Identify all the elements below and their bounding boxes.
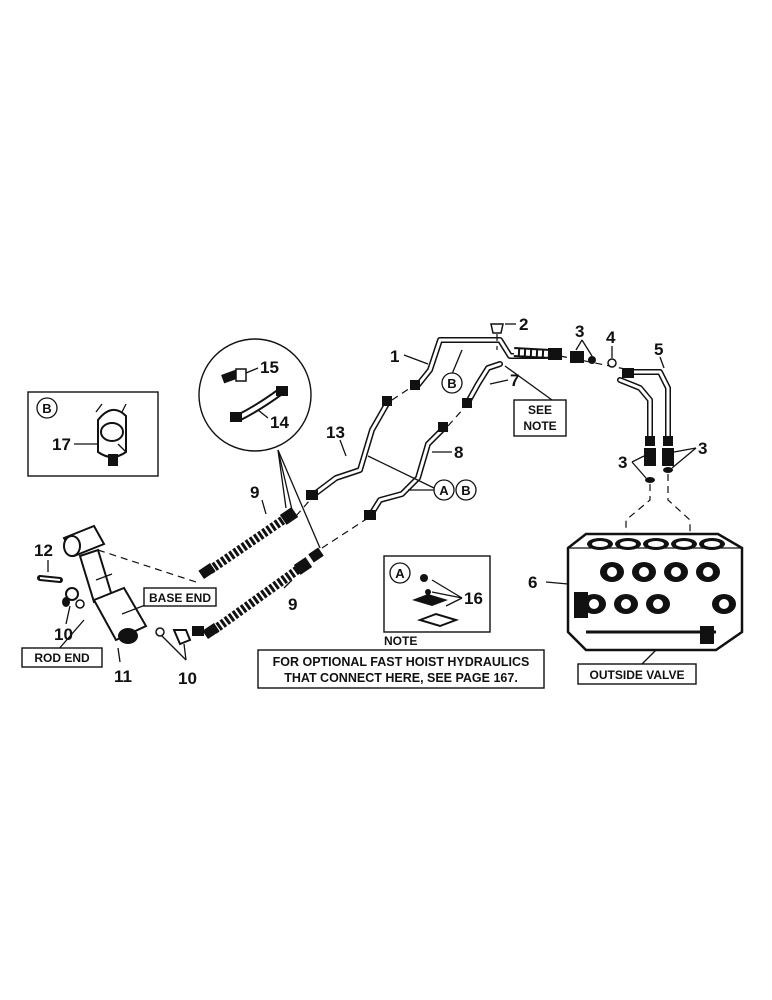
callout-b2-circle [455,479,477,501]
pipe-5 [617,368,673,446]
outside-valve-label: OUTSIDE VALVE [590,668,685,682]
part-15-label: 15 [260,358,279,377]
part-2-label: 2 [519,315,528,334]
cap-2 [490,323,504,334]
part-10-left-label: 10 [54,625,73,644]
part-9-upper-label: 9 [250,483,259,502]
fitting-3-lower-left [644,448,656,483]
clamp-drawing [95,403,127,466]
base-end-label: BASE END [149,591,211,605]
pipe-8 [364,422,448,520]
control-valve-6 [566,532,744,652]
callout-b-letter: B [447,376,456,391]
hoist-cylinder-11 [62,524,148,644]
rod-end-label: ROD END [34,651,90,665]
inset-b-circle [36,397,58,419]
see-note-box: SEE NOTE [513,399,567,437]
callout-a-letter: A [439,483,449,498]
hose-9-lower [202,547,324,640]
outside-valve-box: OUTSIDE VALVE [577,663,697,685]
washer-4 [607,358,617,368]
part-7-label: 7 [510,371,519,390]
callout-b-circle [441,372,463,394]
note-line-1: FOR OPTIONAL FAST HOIST HYDRAULICS [273,655,530,669]
note-line-2: THAT CONNECT HERE, SEE PAGE 167. [284,671,518,685]
part-14-label: 14 [270,413,289,432]
bracket-16-drawing [412,574,460,628]
inset-fittings-circle: 15 14 [198,338,312,452]
part-17-label: 17 [52,435,71,454]
note-heading: NOTE [384,634,417,648]
inset-a-letter: A [395,566,405,581]
rod-end-box: ROD END [21,647,103,668]
part-13-label: 13 [326,423,345,442]
fitting-3-lower-right [662,448,674,473]
callout-a-circle [433,479,455,501]
part-11-label: 11 [114,667,132,686]
pipe-7 [462,361,503,408]
inset-b-clamp: B 17 [27,391,159,477]
part-6-label: 6 [528,573,537,592]
inset-b-letter: B [42,401,51,416]
pin-12 [37,575,63,583]
part-12-label: 12 [34,541,53,560]
fitting-15-drawing [221,368,247,384]
part-5-label: 5 [654,340,663,359]
fitting-3-top [570,351,596,364]
see-note-line2: NOTE [523,419,556,433]
base-end-box: BASE END [143,587,217,607]
part-3-left-label: 3 [618,453,627,472]
callout-b2-letter: B [461,483,470,498]
fitting-10-rod [155,626,204,646]
hose-9-upper [198,507,299,580]
inset-a-circle [389,562,411,584]
part-8-label: 8 [454,443,463,462]
part-1-label: 1 [390,347,399,366]
see-note-line1: SEE [528,403,552,417]
part-3-right-label: 3 [698,439,707,458]
hose-14-drawing [230,386,288,422]
part-4-label: 4 [606,328,616,347]
pipe-13 [306,396,392,500]
part-16-label: 16 [464,589,483,608]
note-box: FOR OPTIONAL FAST HOIST HYDRAULICS THAT … [257,649,545,689]
part-10-right-label: 10 [178,669,197,688]
part-3-top-label: 3 [575,322,584,341]
part-9-lower-label: 9 [288,595,297,614]
inset-a-brackets: A 16 [383,555,491,633]
fitting-10-base [62,597,85,609]
